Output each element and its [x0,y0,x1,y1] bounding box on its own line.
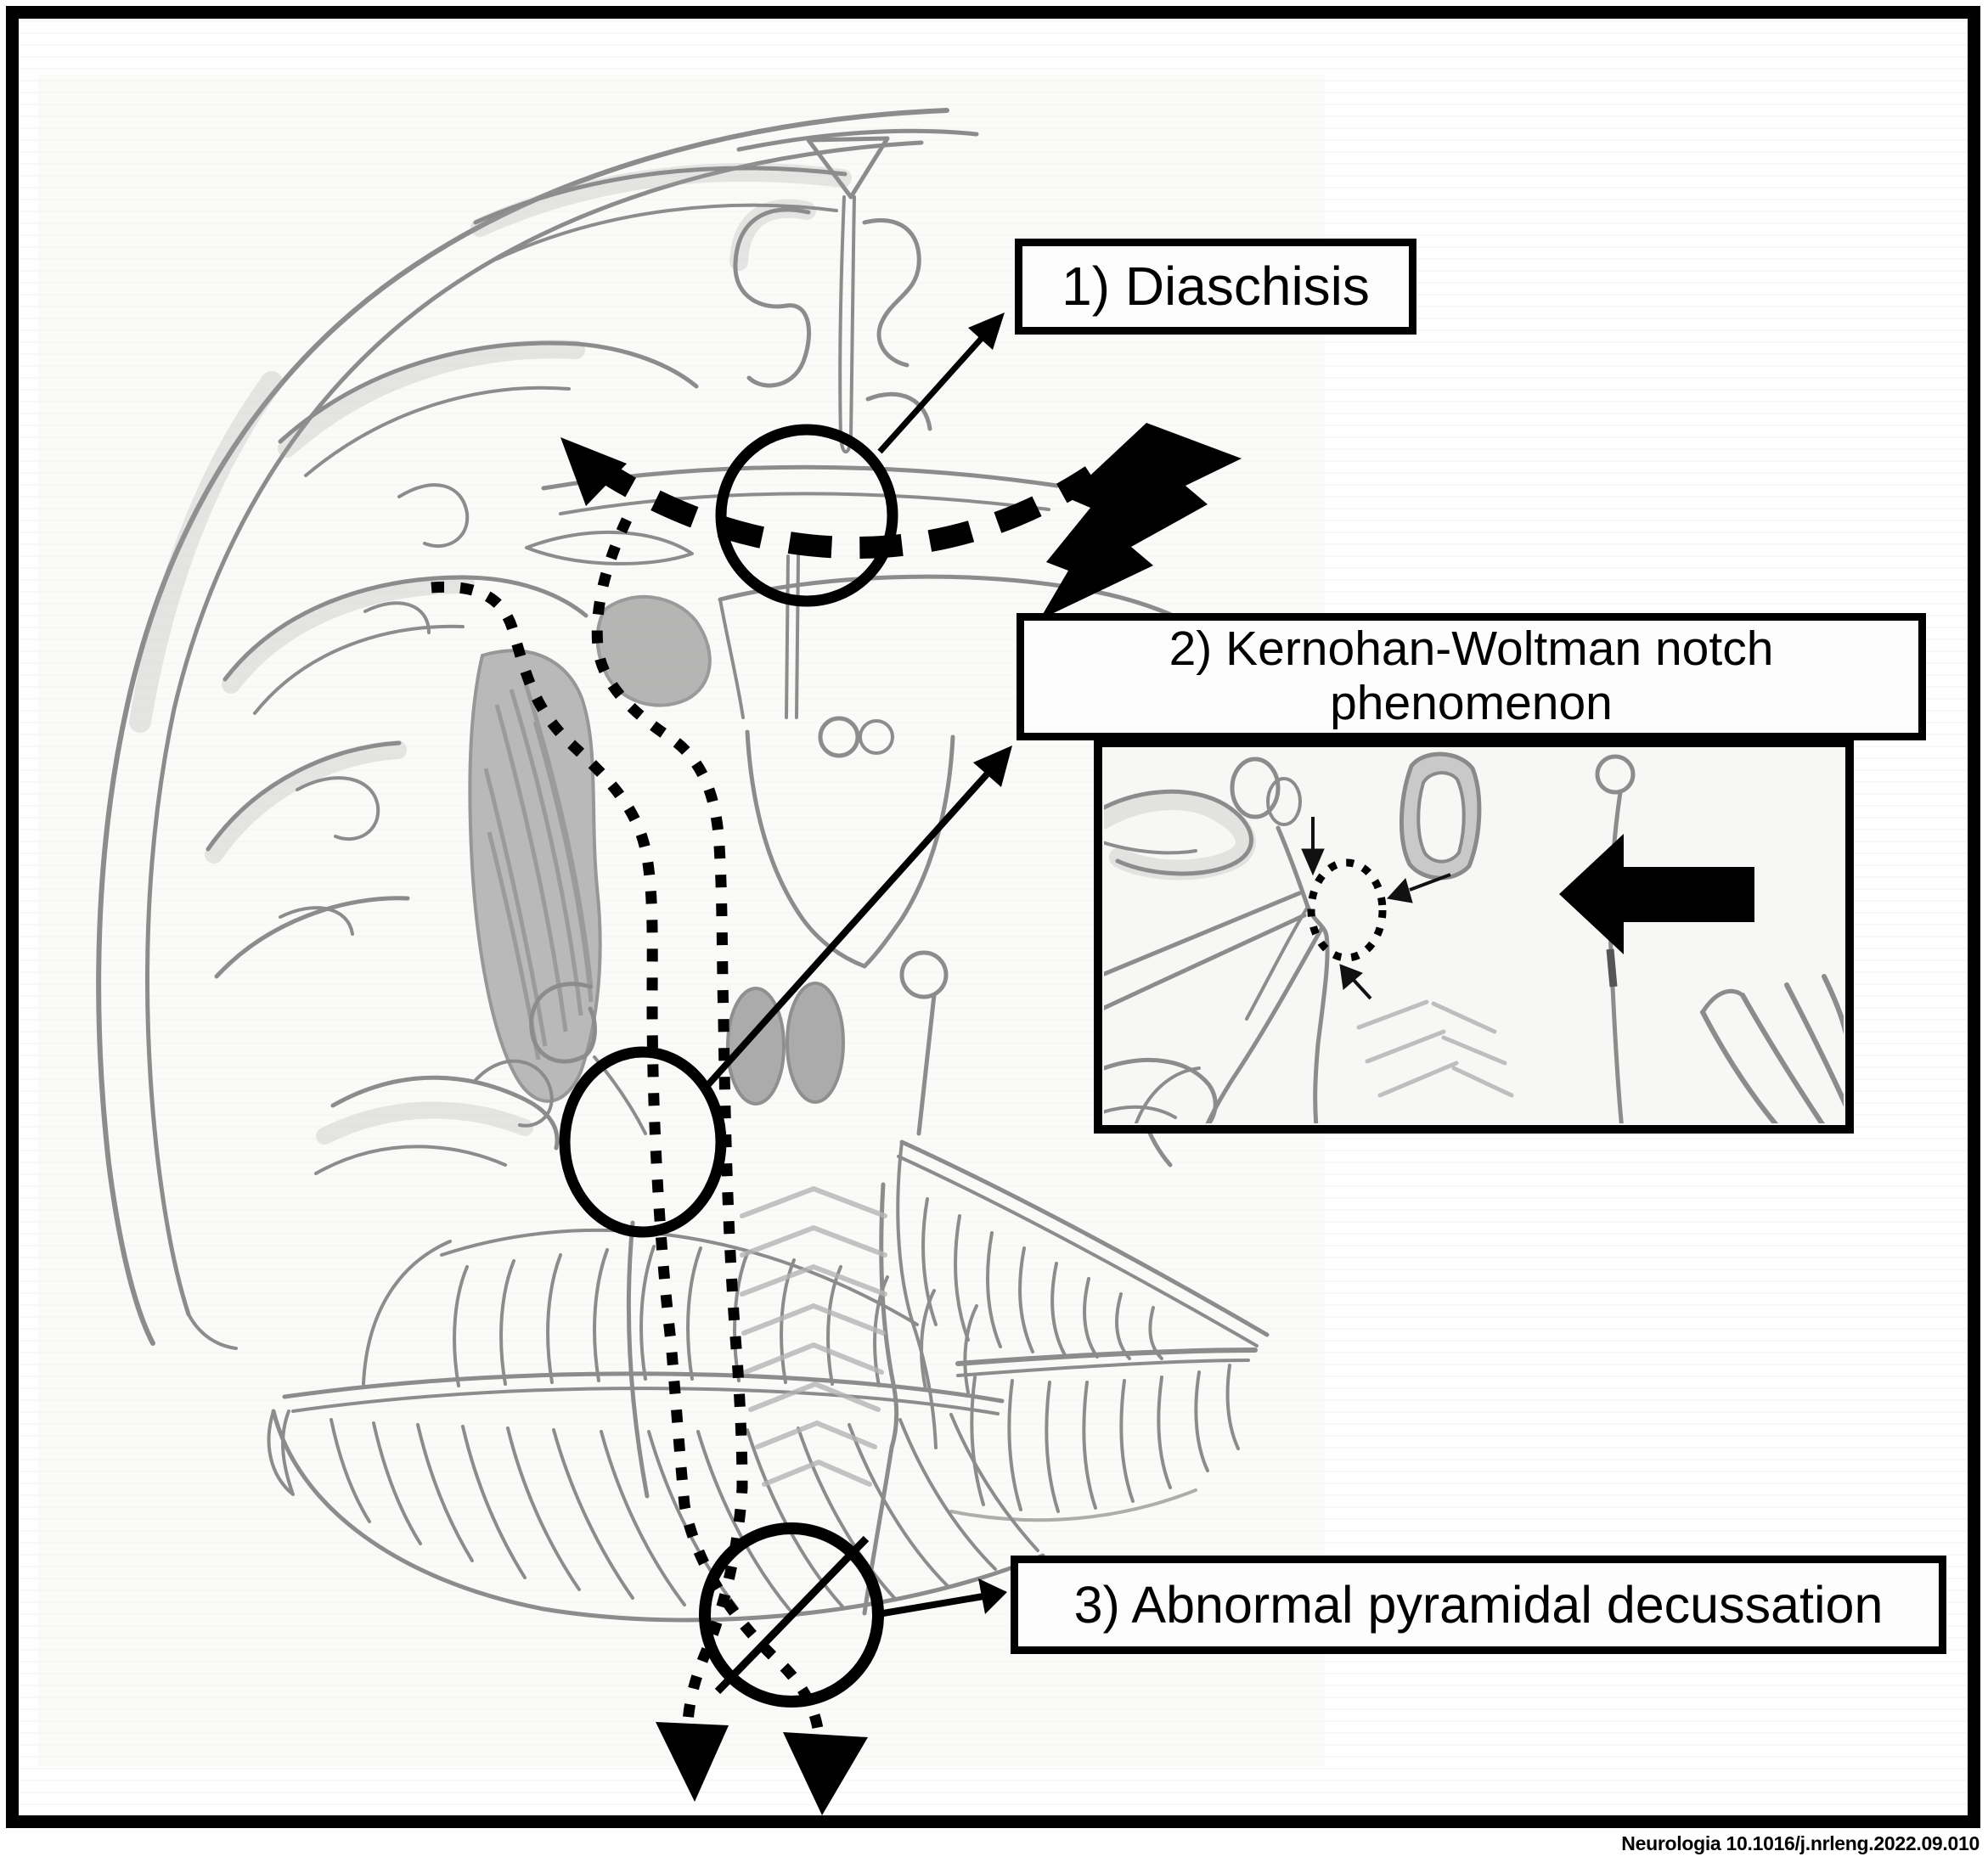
pointer-arrow-1 [877,334,986,454]
diaschisis-arrowhead [560,437,627,506]
inset-small-arrows [1301,817,1451,1000]
inset-big-left-arrow-icon [1559,834,1754,954]
decussation-slash [714,1535,870,1695]
citation-text: Neurologia 10.1016/j.nrleng.2022.09.010 [1621,1832,1980,1854]
label-diaschisis: 1) Diaschisis [1062,255,1370,317]
kernohan-notch-circle [559,1046,727,1238]
label-box-diaschisis: 1) Diaschisis [1015,239,1416,335]
label-kernohan-line2: phenomenon [1330,676,1613,730]
label-kernohan-line1: 2) Kernohan-Woltman notch [1169,622,1774,677]
label-box-decussation: 3) Abnormal pyramidal decussation [1011,1556,1946,1654]
lightning-bolt-icon [1039,423,1242,620]
down-arrowhead-right [783,1732,868,1815]
tract-line-right [591,517,748,1723]
pyramidal-tract-dotted-path [431,517,825,1735]
decussation-circle [699,1522,884,1708]
figure-border-frame [6,6,1980,1828]
diaschisis-circle [715,424,898,607]
tract-line-left [431,581,825,1735]
label-box-kernohan: 2) Kernohan-Woltman notch phenomenon [1017,613,1926,740]
pointer-arrowhead-1 [968,312,1005,350]
label-decussation: 3) Abnormal pyramidal decussation [1073,1575,1884,1634]
diaschisis-dashed-arrow [588,456,1098,559]
inset-panel [1094,739,1854,1134]
pointer-arrow-2 [701,772,989,1093]
inset-notch-dotted-circle [1307,858,1387,962]
inset-sketch [1104,751,1844,1123]
pointer-arrowhead-3 [978,1578,1007,1614]
down-arrowhead-left [656,1722,729,1802]
pointer-arrowhead-2 [973,746,1012,787]
pointer-arrow-3 [882,1593,984,1617]
